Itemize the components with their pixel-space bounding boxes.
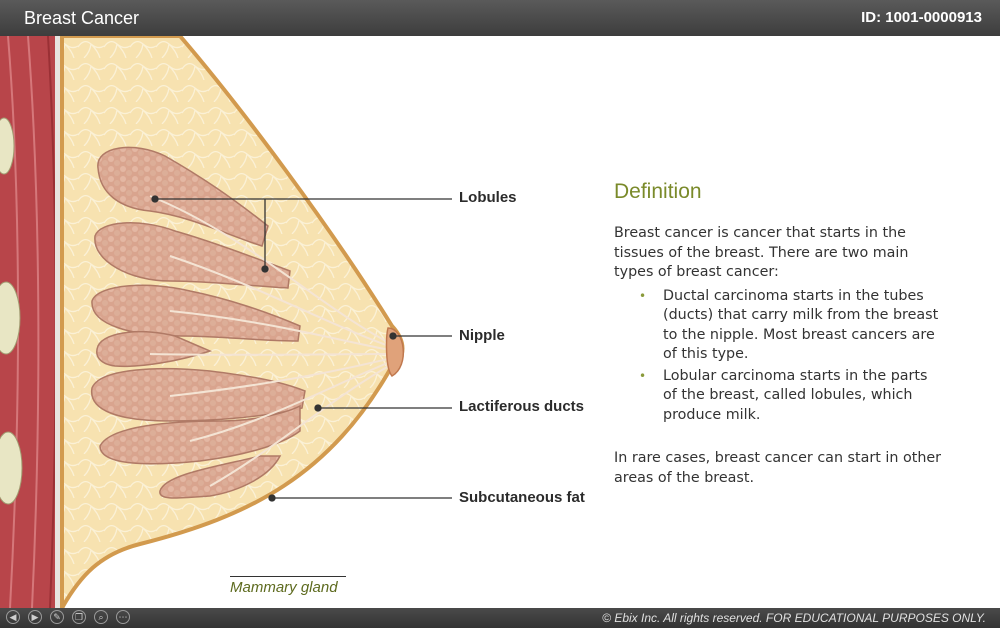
- page-title: Breast Cancer: [24, 8, 140, 28]
- lactiferous-ducts: [149, 195, 401, 487]
- copyright-notice: © Ebix Inc. All rights reserved. FOR EDU…: [602, 611, 986, 625]
- more-icon[interactable]: ⋯: [116, 610, 130, 624]
- definition-intro: Breast cancer is cancer that starts in t…: [614, 225, 909, 280]
- breast-anatomy-illustration: [0, 36, 452, 608]
- chest-muscle: [0, 36, 65, 608]
- caption-mammary-gland: Mammary gland: [230, 576, 346, 596]
- bullet-ductal: Ductal carcinoma starts in the tubes (du…: [639, 287, 944, 365]
- definition-bullets: Ductal carcinoma starts in the tubes (du…: [614, 287, 944, 426]
- copy-icon[interactable]: ❐: [72, 610, 86, 624]
- title-bar: Breast Cancer ID: 1001-0000913: [0, 0, 1000, 36]
- definition-body: Breast cancer is cancer that starts in t…: [614, 224, 944, 488]
- bullet-lobular: Lobular carcinoma starts in the parts of…: [639, 367, 944, 426]
- definition-rare: In rare cases, breast cancer can start i…: [614, 450, 942, 486]
- next-icon[interactable]: ▶: [28, 610, 42, 624]
- content-area: Lobules Nipple Lactiferous ducts Subcuta…: [0, 36, 1000, 608]
- mammary-lobules: [91, 146, 306, 499]
- zoom-icon[interactable]: ⌕: [94, 610, 108, 624]
- label-lactiferous-ducts: Lactiferous ducts: [459, 398, 585, 415]
- label-nipple: Nipple: [459, 327, 505, 344]
- footer-bar: ◀ ▶ ✎ ❐ ⌕ ⋯ © Ebix Inc. All rights reser…: [0, 608, 1000, 628]
- label-lobules: Lobules: [459, 189, 517, 206]
- definition-heading: Definition: [614, 180, 702, 203]
- label-leaders: [151, 195, 452, 502]
- pen-icon[interactable]: ✎: [50, 610, 64, 624]
- label-subcutaneous-fat: Subcutaneous fat: [459, 489, 585, 506]
- document-id: ID: 1001-0000913: [861, 9, 982, 26]
- prev-icon[interactable]: ◀: [6, 610, 20, 624]
